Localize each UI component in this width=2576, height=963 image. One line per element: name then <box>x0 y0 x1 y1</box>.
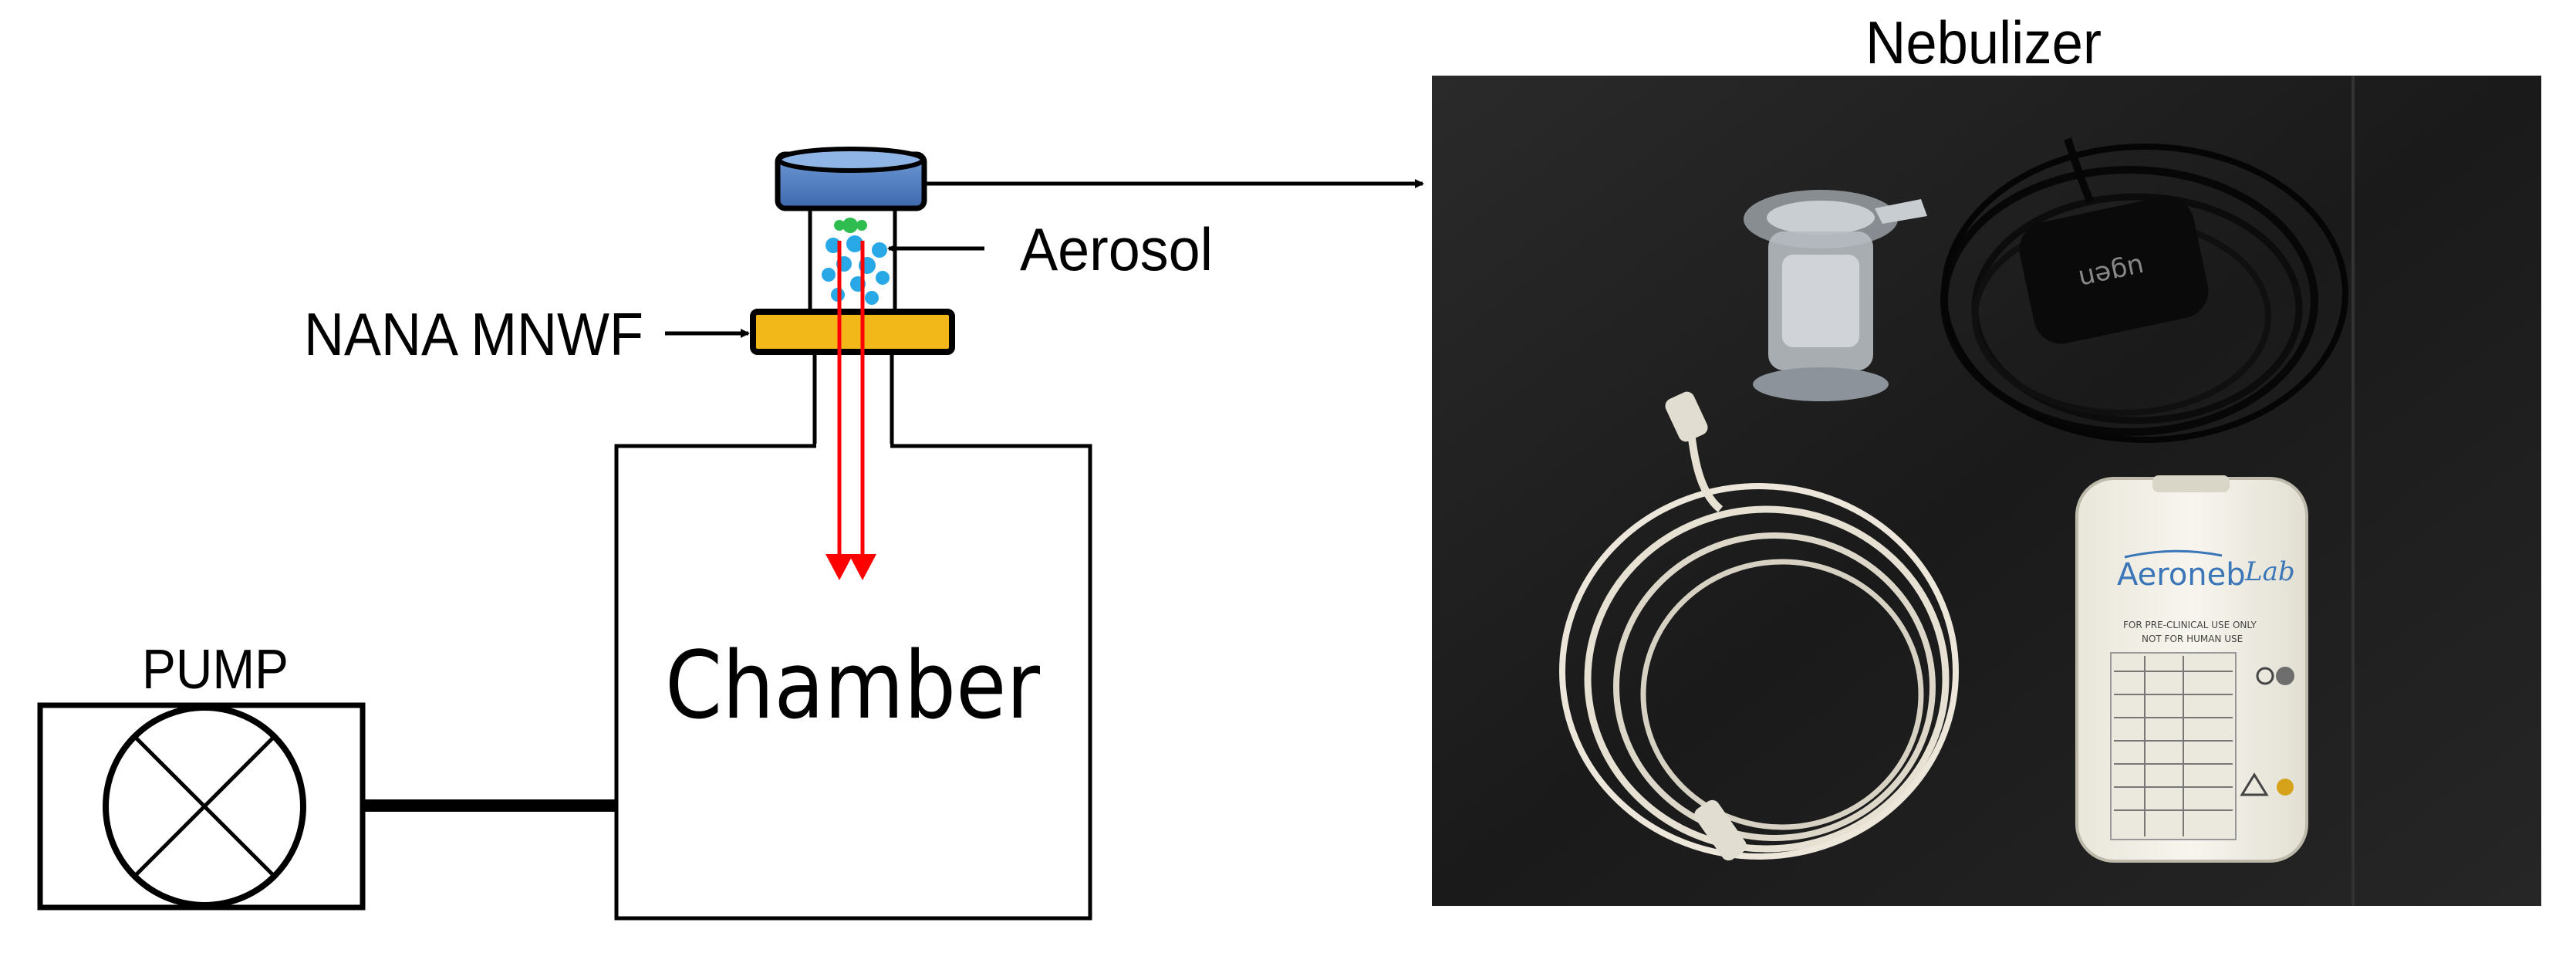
photo-control-module: Aeroneb Lab FOR PRE-CLINICAL USE ONLY NO… <box>2075 475 2308 863</box>
airflow-arrows <box>825 241 876 580</box>
photo-note-2: NOT FOR HUMAN USE <box>2142 634 2243 644</box>
filter-label: NANA MNWF <box>304 300 643 368</box>
photo-brand-text: Aeroneb <box>2117 557 2246 593</box>
photo-nebulizer-cup <box>1744 190 1927 401</box>
photo-cable <box>1559 391 1959 861</box>
photo-note-1: FOR PRE-CLINICAL USE ONLY <box>2123 620 2257 630</box>
upper-tube <box>808 207 897 309</box>
photo-power-adapter: ugen <box>1940 137 2348 443</box>
nebulizer-label: Nebulizer <box>1865 8 2102 76</box>
pump-label: PUMP <box>142 639 289 701</box>
nebulizer-photo: ugen Aeroneb Lab FOR PRE-CLINICAL USE ON… <box>1432 76 2541 906</box>
aerosol-label: Aerosol <box>1020 215 1213 283</box>
aerosol-particles <box>822 218 890 305</box>
chamber-label: Chamber <box>665 633 1041 740</box>
chamber-box <box>614 444 1092 921</box>
nebulizer-cup <box>775 147 927 211</box>
pump-box <box>37 702 366 911</box>
nana-mnwf-filter <box>750 309 955 355</box>
photo-brand-suffix: Lab <box>2244 556 2295 587</box>
lower-tube <box>812 352 894 446</box>
